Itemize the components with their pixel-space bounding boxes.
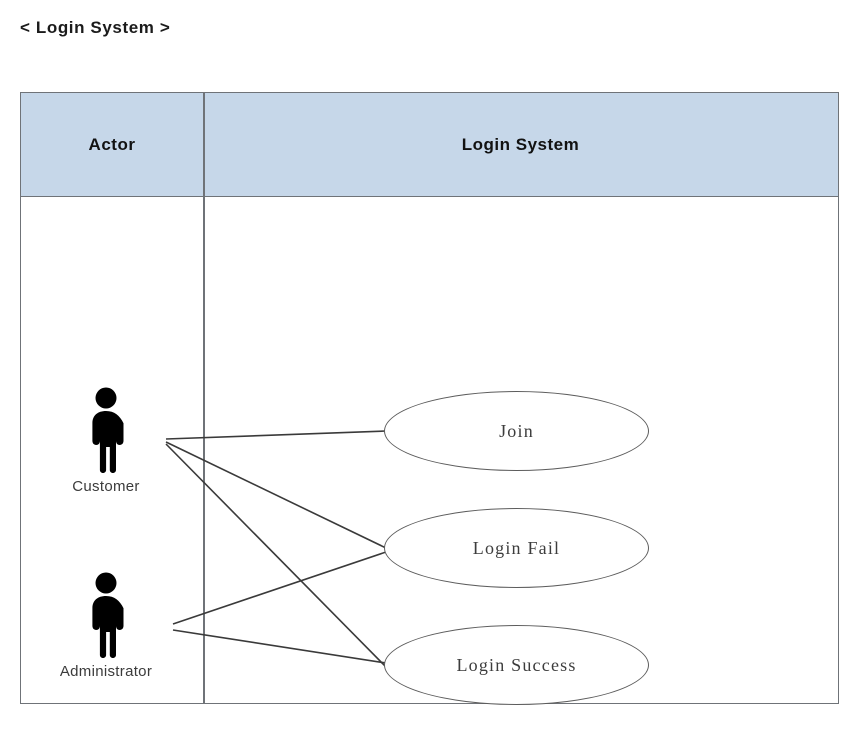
column-header-actor: Actor: [88, 134, 136, 154]
diagram-canvas: Customer Administrator Join Login Fail L…: [21, 197, 838, 705]
column-header-login-system: Login System: [461, 134, 580, 154]
association-customer-join: [165, 430, 387, 440]
association-administrator-login-fail: [172, 551, 387, 625]
actor-administrator[interactable]: Administrator: [31, 572, 181, 680]
table-header-row: Actor Login System: [21, 93, 838, 197]
use-case-label-login-success: Login Success: [456, 654, 577, 675]
association-administrator-login-success: [172, 629, 387, 664]
use-case-label-login-fail: Login Fail: [472, 537, 561, 558]
use-case-login-success[interactable]: Login Success: [384, 625, 649, 705]
person-icon: [92, 387, 124, 473]
use-case-login-fail[interactable]: Login Fail: [384, 508, 649, 588]
page-title: < Login System >: [20, 18, 171, 37]
actor-label-customer: Customer: [72, 478, 140, 495]
actor-label-administrator: Administrator: [59, 663, 153, 680]
column-divider: [203, 93, 205, 703]
person-icon: [92, 572, 124, 658]
association-customer-login-success: [165, 443, 387, 668]
use-case-label-join: Join: [499, 420, 534, 441]
actor-customer[interactable]: Customer: [31, 387, 181, 495]
use-case-join[interactable]: Join: [384, 391, 649, 471]
use-case-diagram-table: Actor Login System Customer: [20, 92, 839, 705]
association-customer-login-fail: [165, 441, 387, 549]
